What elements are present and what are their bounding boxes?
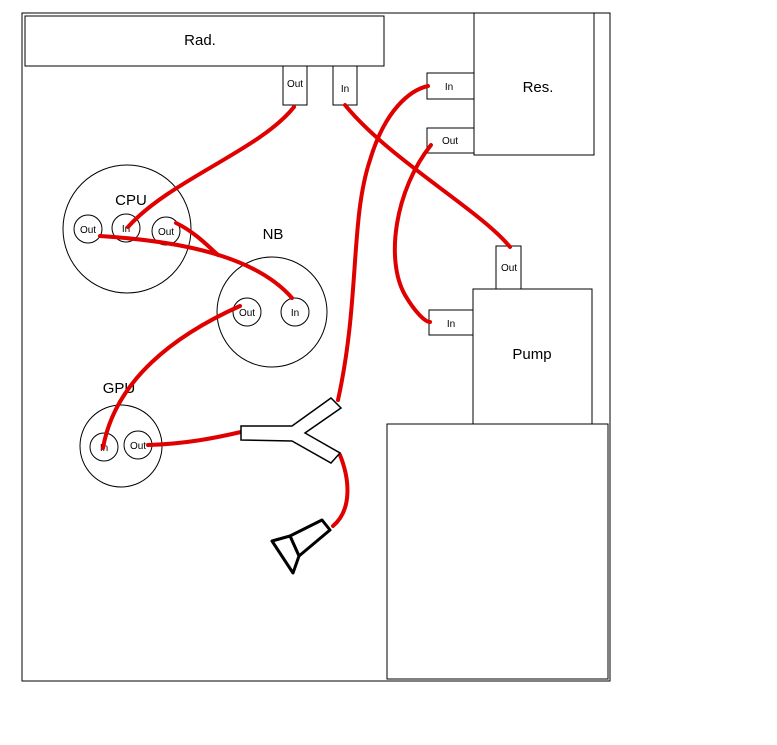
- pump-out-port: Out: [495, 245, 522, 290]
- radiator-in-port: In: [332, 65, 358, 106]
- tube-radiator-in-to-pump-out: [343, 103, 512, 249]
- reservoir-in-label: In: [445, 82, 453, 93]
- reservoir-out-port: Out: [426, 127, 475, 154]
- northbridge-label: NB: [263, 226, 284, 243]
- radiator: Rad.: [24, 15, 385, 67]
- svg-text:Out: Out: [158, 227, 174, 238]
- radiator-in-label: In: [341, 84, 349, 95]
- tee-fitting: [240, 397, 343, 464]
- radiator-out-label: Out: [287, 79, 303, 90]
- radiator-out-port: Out: [282, 65, 308, 106]
- northbridge-block: NB: [216, 226, 328, 368]
- radiator-label: Rad.: [184, 32, 216, 49]
- northbridge-out-port: Out: [232, 297, 262, 327]
- reservoir-in-port: In: [426, 72, 475, 100]
- pump-in-port: In: [428, 309, 474, 336]
- svg-text:Out: Out: [130, 441, 146, 452]
- pump-in-label: In: [447, 319, 455, 330]
- cpu-out-port-left: Out: [73, 214, 103, 244]
- tube-reservoir-out-to-pump-in: [392, 143, 433, 324]
- reservoir-out-label: Out: [442, 136, 458, 147]
- tube-nb-out-to-gpu-in: [101, 304, 242, 450]
- northbridge-in-port: In: [280, 297, 310, 327]
- reservoir-label: Res.: [523, 79, 554, 96]
- pump: Pump: [472, 288, 593, 425]
- tube-radiator-out-to-cpu-in: [126, 105, 296, 229]
- tube-gpu-out-to-fill-tee: [146, 430, 243, 447]
- svg-text:In: In: [122, 224, 130, 235]
- tube-fill-tee-to-reservoir-in: [336, 84, 430, 402]
- pump-label: Pump: [512, 346, 551, 363]
- reservoir: Res.: [473, 12, 595, 156]
- svg-text:In: In: [291, 308, 299, 319]
- drain-plug-icon: [270, 518, 332, 575]
- tube-cpu-out-to-nb-junction: [174, 221, 220, 257]
- tube-cpu-out-to-nb-in: [98, 234, 294, 300]
- svg-text:Out: Out: [239, 308, 255, 319]
- drive-bay-box: [386, 423, 609, 680]
- cpu-out-port-right: Out: [151, 216, 181, 246]
- tube-fill-tee-to-drain: [331, 453, 350, 528]
- cpu-label: CPU: [115, 192, 147, 209]
- svg-text:Out: Out: [80, 225, 96, 236]
- pump-out-label: Out: [501, 263, 517, 274]
- gpu-block: GPU: [79, 380, 163, 488]
